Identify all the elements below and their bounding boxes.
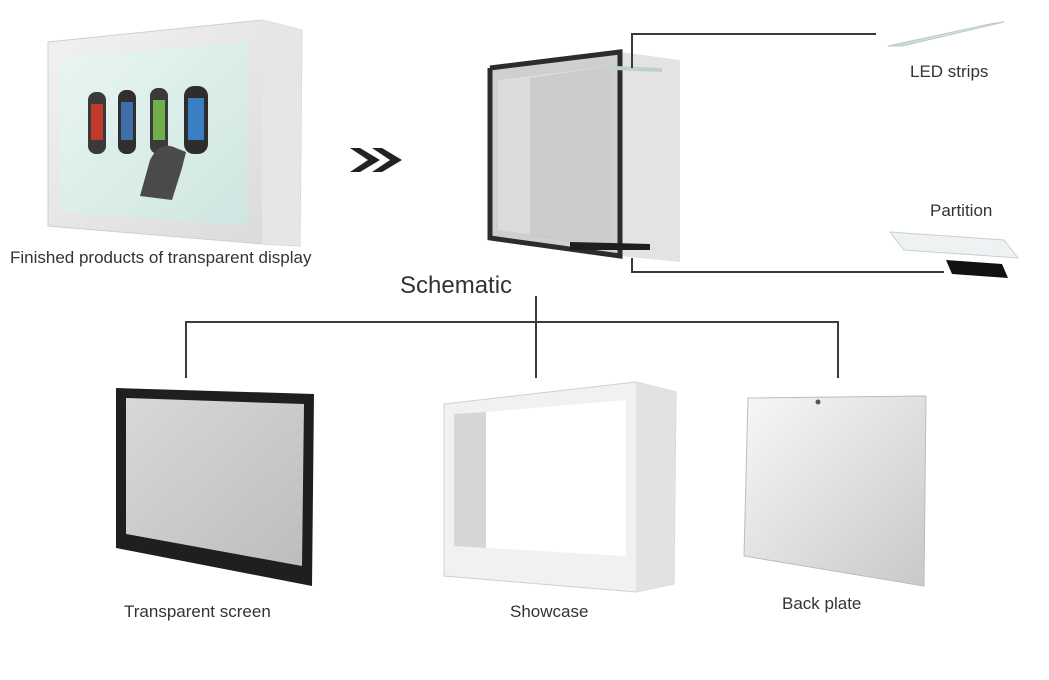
double-chevron-right-icon xyxy=(350,148,402,172)
finished-products-label: Finished products of transparent display xyxy=(10,248,312,267)
schematic-exploded-image xyxy=(487,49,680,262)
partition-label: Partition xyxy=(930,201,993,220)
showcase-image xyxy=(443,381,677,593)
back-plate-label: Back plate xyxy=(782,594,862,613)
back-plate-image xyxy=(743,395,927,587)
led-strips-label: LED strips xyxy=(910,62,989,81)
schematic-tree-lines xyxy=(185,296,839,378)
hand-icon xyxy=(140,145,186,200)
watch-product-icon xyxy=(88,86,208,154)
showcase-label: Showcase xyxy=(510,602,589,621)
schematic-label: Schematic xyxy=(400,272,513,299)
transparent-screen-label: Transparent screen xyxy=(124,602,271,621)
finished-display-image xyxy=(47,19,303,247)
callout-lines xyxy=(631,33,944,273)
transparent-screen-image xyxy=(116,388,314,586)
led-strip-image xyxy=(887,21,1005,47)
partition-image xyxy=(888,231,1020,278)
